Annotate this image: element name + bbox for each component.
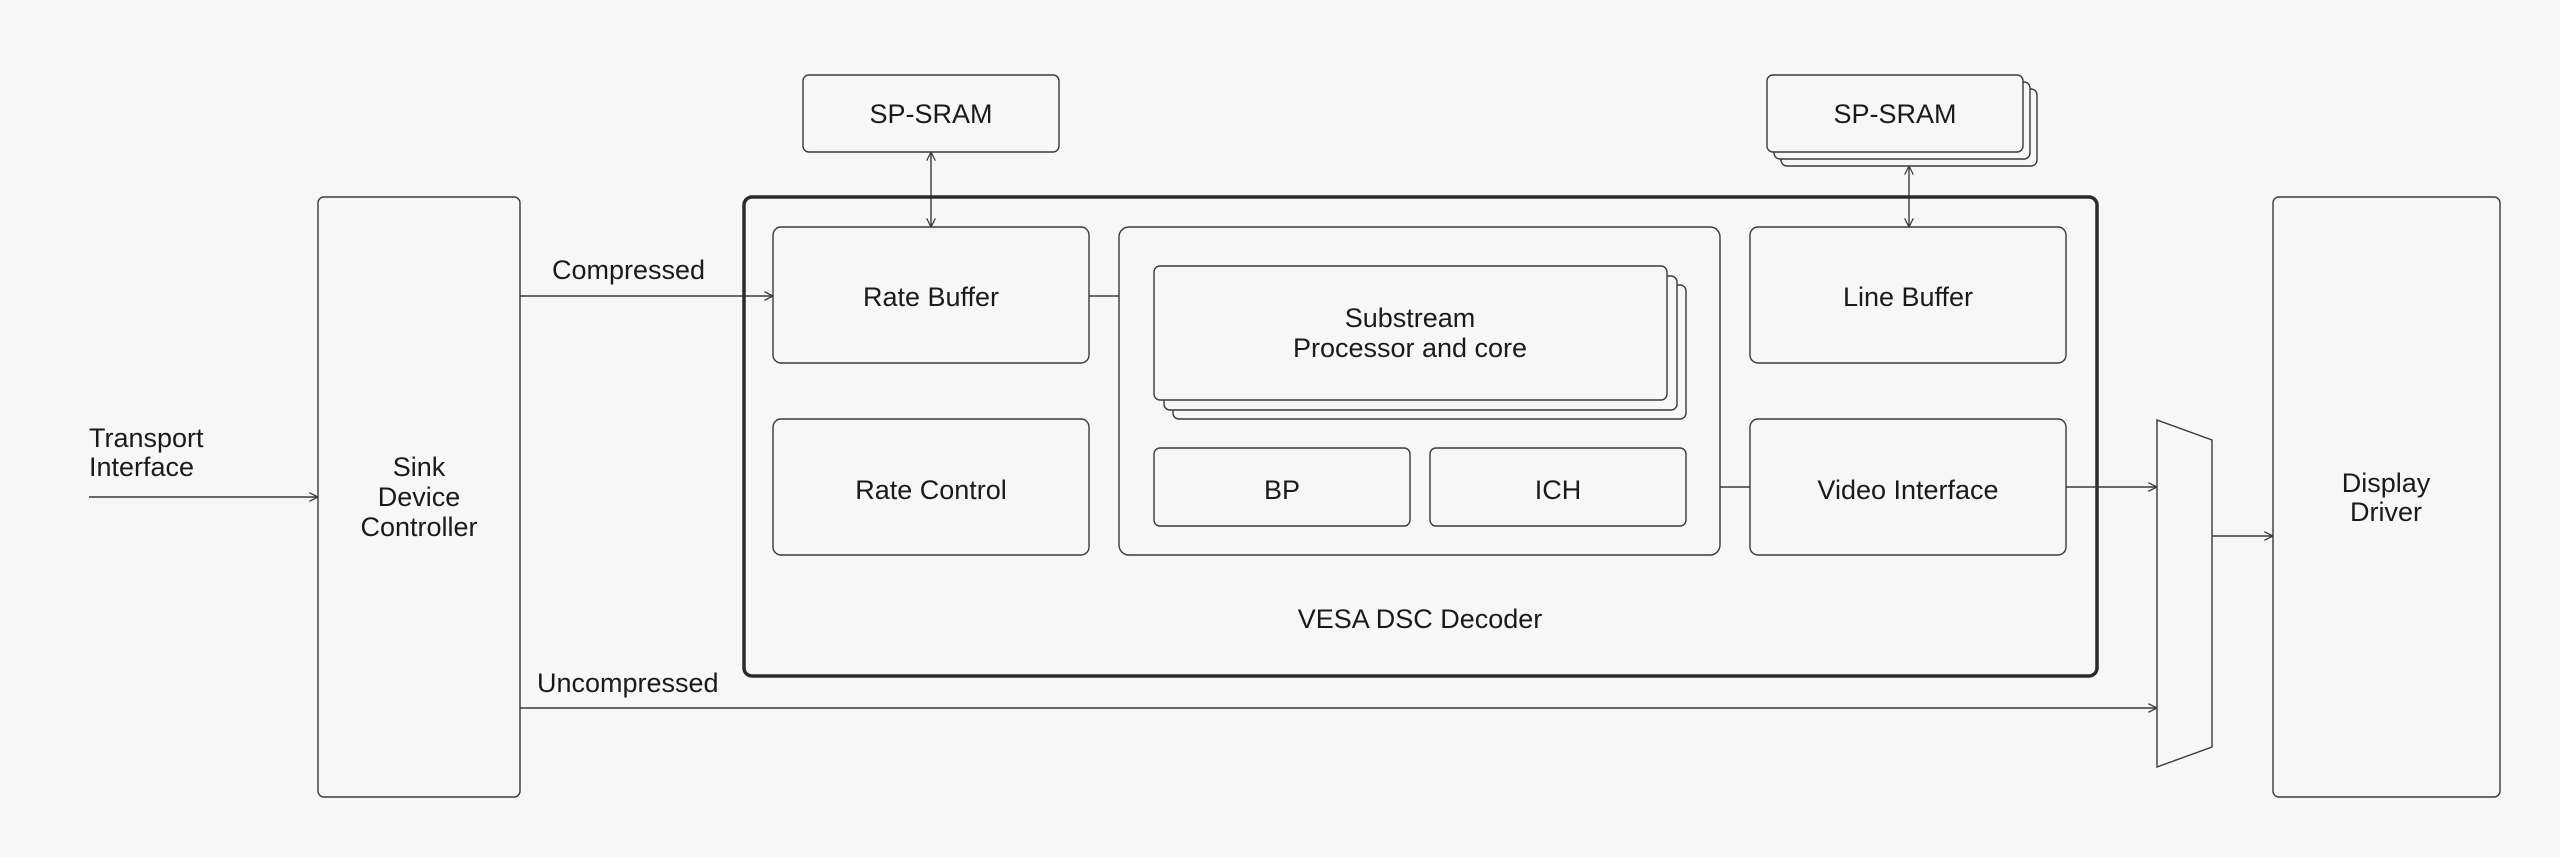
multiplexer	[2156, 419, 2273, 768]
rate-buffer: Rate Buffer	[772, 226, 1090, 364]
display-driver-box	[2272, 196, 2501, 798]
bp-box	[1153, 447, 1411, 527]
ich-box	[1429, 447, 1687, 527]
ich-block: ICH	[1429, 447, 1687, 527]
line-buffer-label: Line Buffer	[1843, 282, 1973, 312]
transport-interface: Transport Interface	[89, 423, 318, 497]
substream-processor-stack: Substream Processor and core	[1153, 265, 1687, 420]
display-label-line1: Display	[2342, 468, 2431, 498]
sink-device-controller-box	[317, 196, 521, 798]
vesa-dsc-decoder: VESA DSC Decoder	[742, 195, 2099, 678]
ich-label: ICH	[1535, 475, 1582, 505]
rate-buffer-label: Rate Buffer	[863, 282, 999, 312]
sink-label-line1: Sink	[393, 452, 446, 482]
video-interface: Video Interface	[1749, 418, 2157, 556]
uncompressed-path: Uncompressed	[520, 668, 2157, 708]
sink-device-controller: Sink Device Controller	[317, 196, 521, 798]
substream-label-line1: Substream	[1345, 303, 1476, 333]
video-interface-label: Video Interface	[1817, 475, 1998, 505]
sp-sram-left: SP-SRAM	[802, 74, 1060, 227]
sink-label-line2: Device	[378, 482, 461, 512]
compressed-path: Compressed	[520, 255, 773, 296]
sp-sram-right-label: SP-SRAM	[1833, 99, 1956, 129]
rate-control-label: Rate Control	[855, 475, 1007, 505]
line-buffer-box	[1749, 226, 2067, 364]
transport-label-line2: Interface	[89, 452, 194, 482]
substream-processor-box	[1153, 265, 1668, 401]
rate-control-box	[772, 418, 1090, 556]
rate-control: Rate Control	[772, 418, 1090, 556]
sp-sram-right: SP-SRAM	[1766, 74, 2038, 227]
bp-block: BP	[1153, 447, 1411, 527]
display-label-line2: Driver	[2350, 497, 2422, 527]
processing-block: Substream Processor and core BP ICH	[1118, 226, 1721, 556]
multiplexer-shape	[2156, 419, 2213, 768]
compressed-label: Compressed	[552, 255, 705, 285]
substream-label-line2: Processor and core	[1293, 333, 1527, 363]
line-buffer: Line Buffer	[1749, 226, 2067, 364]
vesa-dsc-decoder-box	[742, 195, 2099, 678]
transport-label-line1: Transport	[89, 423, 204, 453]
sink-label-line3: Controller	[360, 512, 477, 542]
vesa-dsc-decoder-label: VESA DSC Decoder	[1298, 604, 1543, 634]
display-driver: Display Driver	[2272, 196, 2501, 798]
rate-buffer-box	[772, 226, 1090, 364]
sp-sram-left-label: SP-SRAM	[869, 99, 992, 129]
sp-sram-right-box	[1766, 74, 2024, 153]
bp-label: BP	[1264, 475, 1300, 505]
uncompressed-label: Uncompressed	[537, 668, 719, 698]
